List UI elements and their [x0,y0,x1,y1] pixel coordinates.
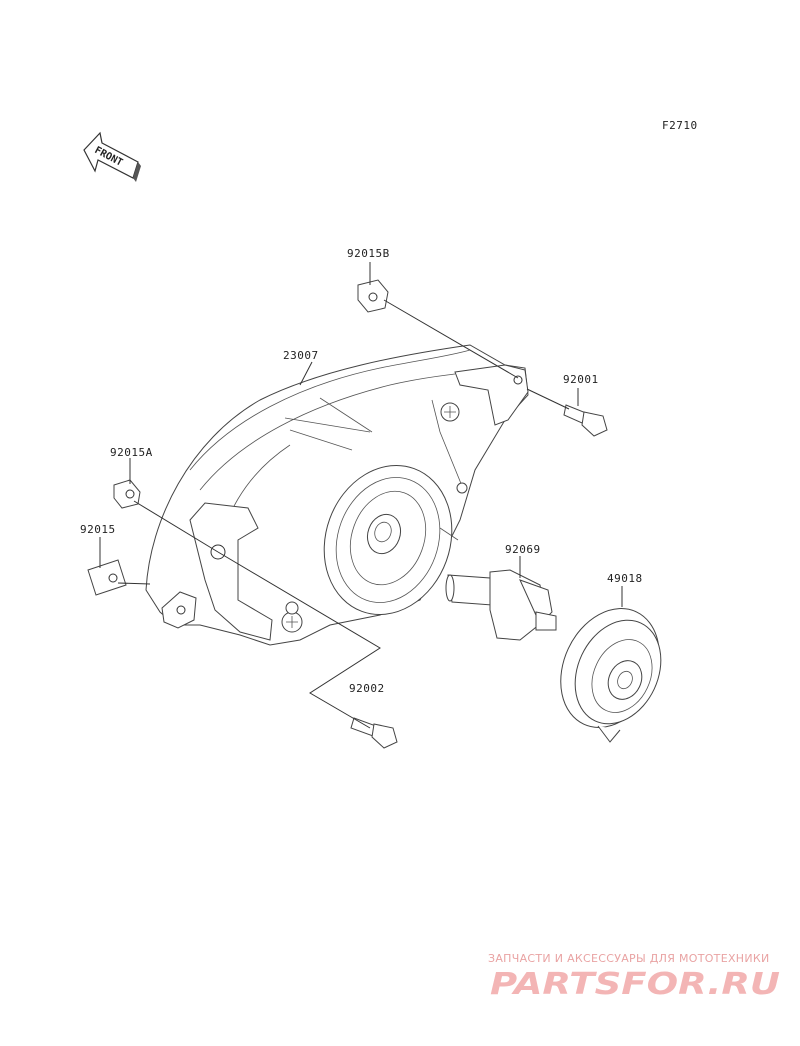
label-92015a: 92015A [110,446,153,459]
bolt-92002 [350,717,398,749]
watermark-tagline: ЗАПЧАСТИ И АКСЕССУАРЫ ДЛЯ МОТОТЕХНИКИ [488,952,770,965]
label-92001: 92001 [563,373,599,386]
clip-92015a [113,479,141,509]
label-92015: 92015 [80,523,116,536]
bolt-92001 [563,404,608,437]
headlight-housing [145,344,529,646]
watermark: ЗАПЧАСТИ И АКСЕССУАРЫ ДЛЯ МОТОТЕХНИКИ PA… [488,952,780,1002]
lens-cap-49018 [560,608,662,743]
front-arrow-icon: FRONT [83,131,141,182]
figure-code: F2710 [662,119,698,132]
label-49018: 49018 [607,572,643,585]
label-92069: 92069 [505,543,541,556]
label-92002: 92002 [349,682,385,695]
label-92015b: 92015B [347,247,390,260]
bulb-92069 [445,569,557,641]
leader-lines [99,262,623,729]
label-23007: 23007 [283,349,319,362]
clip-nut-92015 [87,559,127,596]
watermark-logo: PARTSFOR.RU [490,967,780,1002]
clip-92015b [357,279,389,313]
